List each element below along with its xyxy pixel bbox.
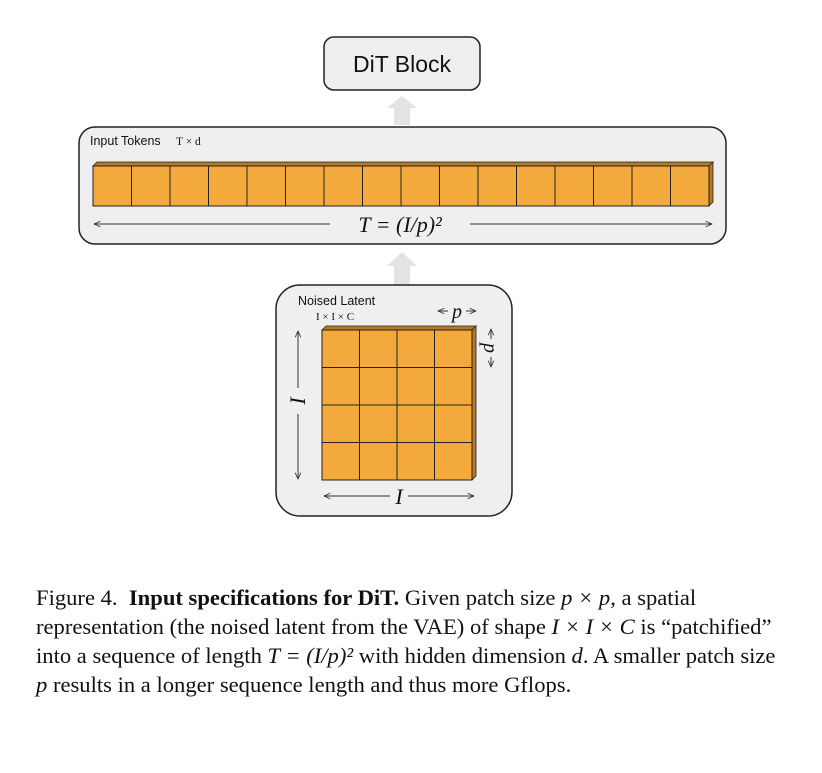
latent-patch xyxy=(321,329,360,368)
token-cell xyxy=(400,165,440,207)
latent-patch xyxy=(434,404,473,443)
caption-math: p xyxy=(36,672,48,697)
side-label-v: I xyxy=(285,396,310,406)
caption-math: I × I × C xyxy=(551,614,635,639)
up-arrow-icon xyxy=(387,252,417,285)
token-cell xyxy=(92,165,132,207)
latent-patch xyxy=(359,329,398,368)
latent-patch xyxy=(434,367,473,406)
latent-grid-side-face xyxy=(471,325,477,481)
token-cell xyxy=(323,165,363,207)
figure-caption: Figure 4. Input specifications for DiT. … xyxy=(36,583,786,699)
latent-patch xyxy=(434,442,473,481)
caption-text: . A smaller patch size xyxy=(582,643,776,668)
token-cell xyxy=(169,165,209,207)
latent-patch xyxy=(396,404,435,443)
up-arrow-icon xyxy=(387,96,417,125)
patch-size-label-h: p xyxy=(450,301,462,323)
caption-math: T = (I/p)² xyxy=(267,643,354,668)
token-cell xyxy=(362,165,402,207)
t-length-formula: T = (I/p)² xyxy=(358,212,442,237)
noised-latent-label: Noised Latent xyxy=(298,294,376,308)
caption-text: , a spatial representation (the noised l… xyxy=(36,585,697,639)
latent-patch xyxy=(396,329,435,368)
latent-patch xyxy=(321,404,360,443)
token-cell xyxy=(208,165,248,207)
noised-latent-panel: Noised Latent I × I × C p p I I xyxy=(275,284,513,517)
token-row-side-face xyxy=(708,161,714,207)
token-cell xyxy=(670,165,710,207)
token-cell xyxy=(593,165,633,207)
dit-block: DiT Block xyxy=(323,36,481,91)
latent-patch xyxy=(359,367,398,406)
caption-text: is “patchified” into a sequence of lengt… xyxy=(36,614,772,668)
token-cell xyxy=(631,165,671,207)
caption-title: Input specifications for DiT. xyxy=(128,585,400,610)
caption-math: p × p xyxy=(561,585,611,610)
token-cell xyxy=(554,165,594,207)
dit-input-diagram: DiT Block Input Tokens T × d T = (I/p)² … xyxy=(78,36,727,517)
caption-text: with hidden dimension xyxy=(353,643,572,668)
latent-patch xyxy=(321,442,360,481)
caption-text: results in a longer sequence length and … xyxy=(47,672,572,697)
token-cell xyxy=(285,165,325,207)
caption-math: d xyxy=(571,643,583,668)
input-tokens-shape: T × d xyxy=(176,136,201,148)
token-cell xyxy=(516,165,556,207)
token-row xyxy=(92,161,714,207)
input-tokens-panel: Input Tokens T × d T = (I/p)² xyxy=(78,126,727,245)
latent-patch xyxy=(396,367,435,406)
patch-size-label-v: p xyxy=(479,341,501,353)
input-tokens-label: Input Tokens xyxy=(90,134,161,148)
noised-latent-shape: I × I × C xyxy=(316,311,354,323)
token-cell xyxy=(246,165,286,207)
token-cell xyxy=(131,165,171,207)
caption-text: Given patch size xyxy=(404,585,562,610)
latent-patch xyxy=(359,404,398,443)
latent-patch xyxy=(359,442,398,481)
latent-grid xyxy=(321,325,477,481)
latent-grid-top-face xyxy=(321,325,477,331)
figure-number: Figure 4. xyxy=(36,585,118,610)
token-cell xyxy=(439,165,479,207)
dit-block-label: DiT Block xyxy=(353,51,451,77)
latent-patch xyxy=(321,367,360,406)
latent-patch xyxy=(434,329,473,368)
token-row-top-face xyxy=(92,161,714,167)
side-label-h: I xyxy=(394,484,404,509)
token-cell xyxy=(477,165,517,207)
latent-patch xyxy=(396,442,435,481)
